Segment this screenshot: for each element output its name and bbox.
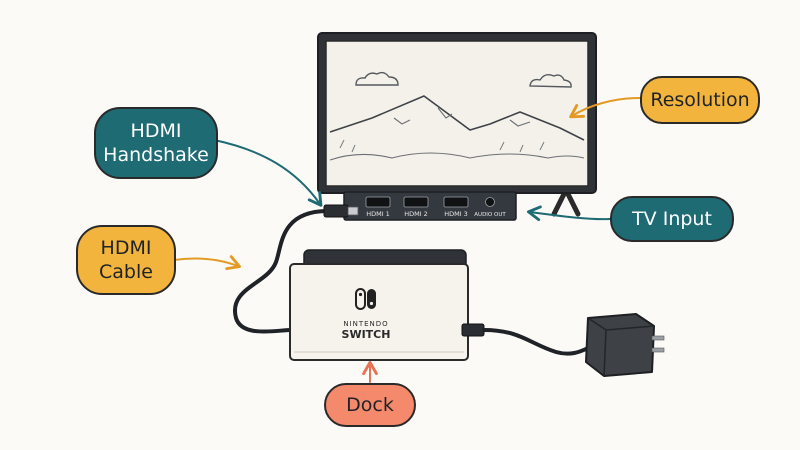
nintendo-switch-dock: NINTENDO SWITCH — [289, 249, 469, 361]
cloud-left — [355, 71, 399, 86]
label-hdmi-cable: HDMI Cable — [76, 225, 176, 295]
arrow-resolution — [569, 97, 641, 119]
arrow-handshake — [213, 139, 323, 207]
arrow-cable — [173, 255, 241, 271]
port-label-audio-out: AUDIO OUT — [474, 212, 506, 218]
hdmi-plug-tv — [323, 204, 349, 218]
tv-port-bar: HDMI 1 HDMI 2 HDMI 3 AUDIO OUT — [343, 191, 517, 221]
dock-body — [289, 263, 469, 361]
nintendo-switch-logo-icon — [355, 288, 376, 310]
tv — [317, 32, 597, 194]
tv-screen — [325, 40, 589, 187]
power-plug-dock — [461, 323, 485, 337]
hdmi-cable — [232, 204, 359, 334]
power-adapter — [585, 313, 665, 377]
port-label-hdmi2: HDMI 2 — [404, 210, 428, 218]
dock-brand-line2: SWITCH — [342, 328, 391, 341]
arrow-tv-input — [526, 205, 611, 222]
mountains — [329, 95, 585, 141]
hdmi2-port-icon — [403, 196, 429, 208]
cloud-right — [529, 73, 572, 88]
label-tv-input: TV Input — [610, 196, 734, 242]
power-cable — [461, 323, 590, 356]
port-label-hdmi1: HDMI 1 — [366, 210, 390, 218]
label-resolution: Resolution — [640, 76, 760, 124]
label-hdmi-handshake: HDMI Handshake — [94, 107, 218, 179]
label-dock: Dock — [324, 383, 416, 427]
hdmi1-port-icon — [365, 196, 391, 208]
hdmi3-port-icon — [443, 196, 469, 208]
audio-out-port-icon — [485, 197, 495, 207]
dock-brand-line1: NINTENDO — [343, 320, 388, 328]
port-label-hdmi3: HDMI 3 — [444, 210, 468, 218]
